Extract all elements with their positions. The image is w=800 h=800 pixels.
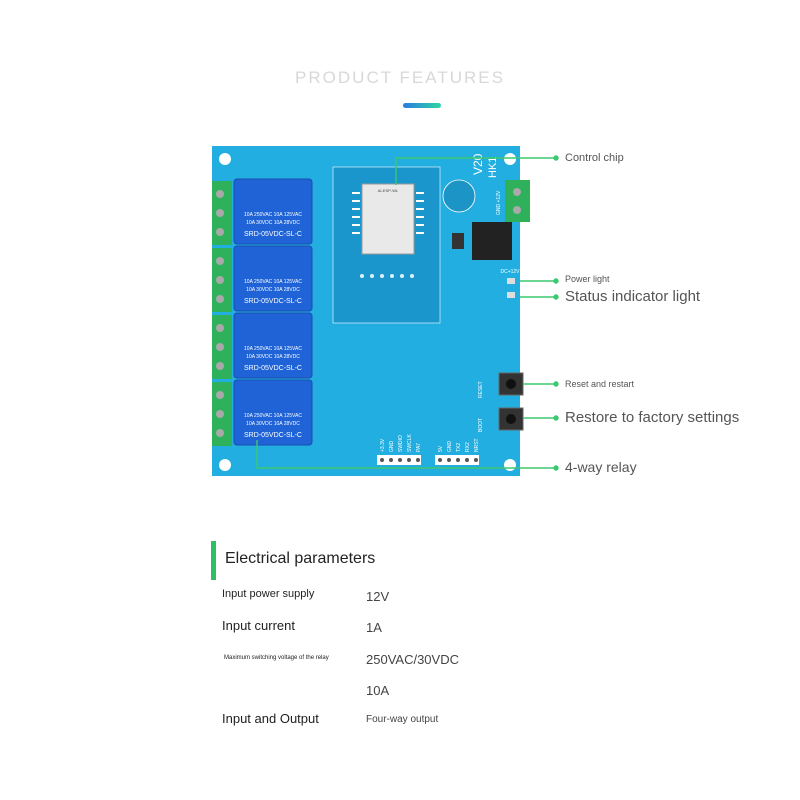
- param-value: Four-way output: [366, 714, 439, 725]
- relay-2: 10A 250VAC 10A 125VAC 10A 30VDC 10A 28VD…: [233, 245, 313, 312]
- pin-label: GND: [389, 441, 395, 453]
- capacitor: [442, 179, 476, 213]
- version-label: V20: [471, 153, 485, 175]
- params-title: Electrical parameters: [225, 550, 376, 567]
- svg-text:10A 30VDC 10A 28VDC: 10A 30VDC 10A 28VDC: [246, 287, 300, 293]
- svg-text:SRD-05VDC-SL-C: SRD-05VDC-SL-C: [244, 365, 302, 372]
- pin-label: SWCLK: [407, 434, 413, 452]
- esp-chip: [361, 183, 415, 255]
- pin-header-1: [377, 455, 421, 465]
- relay-4: 10A 250VAC 10A 125VAC 10A 30VDC 10A 28VD…: [233, 379, 313, 446]
- svg-text:10A 250VAC 10A 125VAC: 10A 250VAC 10A 125VAC: [244, 279, 302, 285]
- svg-text:SRD-05VDC-SL-C: SRD-05VDC-SL-C: [244, 432, 302, 439]
- svg-text:10A 30VDC 10A 28VDC: 10A 30VDC 10A 28VDC: [246, 421, 300, 427]
- mount-hole: [504, 153, 516, 165]
- pin-label: RX2: [465, 442, 471, 452]
- param-label: Maximum switching voltage of the relay: [224, 655, 329, 661]
- svg-text:SRD-05VDC-SL-C: SRD-05VDC-SL-C: [244, 298, 302, 305]
- svg-text:10A 30VDC 10A 28VDC: 10A 30VDC 10A 28VDC: [246, 354, 300, 360]
- title-underline: [403, 103, 441, 108]
- pin-label: 5V: [438, 445, 444, 452]
- page-title: PRODUCT FEATURES: [295, 68, 505, 87]
- svg-text:10A 250VAC 10A 125VAC: 10A 250VAC 10A 125VAC: [244, 346, 302, 352]
- svg-text:AI-ESP-WL: AI-ESP-WL: [378, 188, 399, 193]
- svg-text:BOOT: BOOT: [478, 418, 484, 432]
- status-led: [507, 292, 515, 298]
- svg-text:GND +12V: GND +12V: [496, 190, 502, 215]
- pin-label: NRST: [474, 438, 480, 452]
- power-led: [507, 278, 515, 284]
- pin-header-2: [435, 455, 479, 465]
- hk-label: HK1: [487, 157, 499, 178]
- callout-reset-restart: Reset and restart: [565, 379, 635, 389]
- callout-lines: [256, 155, 559, 471]
- callout-relay: 4-way relay: [565, 459, 637, 475]
- param-value: 10A: [366, 683, 390, 698]
- callout-restore-factory: Restore to factory settings: [565, 409, 740, 426]
- svg-text:10A 250VAC 10A 125VAC: 10A 250VAC 10A 125VAC: [244, 212, 302, 218]
- pin-label: PA7: [416, 443, 422, 452]
- relay-3: 10A 250VAC 10A 125VAC 10A 30VDC 10A 28VD…: [233, 312, 313, 379]
- callout-status-indicator: Status indicator light: [565, 288, 701, 305]
- callout-control-chip: Control chip: [565, 152, 624, 164]
- pin-label: GND: [447, 441, 453, 453]
- params-accent-bar: [211, 541, 216, 580]
- pin-label: +3.3V: [380, 438, 386, 452]
- mount-hole: [219, 153, 231, 165]
- relay-1: 10A 250VAC 10A 125VAC 10A 30VDC 10A 28VD…: [233, 178, 313, 245]
- mount-hole: [504, 459, 516, 471]
- svg-text:10A 30VDC 10A 28VDC: 10A 30VDC 10A 28VDC: [246, 220, 300, 226]
- callout-power-light: Power light: [565, 274, 610, 284]
- svg-text:10A 250VAC 10A 125VAC: 10A 250VAC 10A 125VAC: [244, 413, 302, 419]
- terminal-blocks-left: [212, 181, 232, 446]
- pin-label: SWDIO: [398, 435, 404, 452]
- svg-text:SRD-05VDC-SL-C: SRD-05VDC-SL-C: [244, 231, 302, 238]
- pin-label: TX2: [456, 443, 462, 452]
- svg-text:DC+12V: DC+12V: [500, 269, 520, 275]
- param-value: 250VAC/30VDC: [366, 652, 459, 667]
- param-value: 12V: [366, 589, 390, 604]
- param-label: Input power supply: [222, 588, 315, 600]
- param-label: Input current: [222, 618, 295, 633]
- param-value: 1A: [366, 620, 382, 635]
- param-label: Input and Output: [222, 711, 319, 726]
- dc-jack: [472, 222, 512, 260]
- power-terminal: [505, 180, 530, 222]
- svg-text:RESET: RESET: [478, 381, 484, 398]
- mount-hole: [219, 459, 231, 471]
